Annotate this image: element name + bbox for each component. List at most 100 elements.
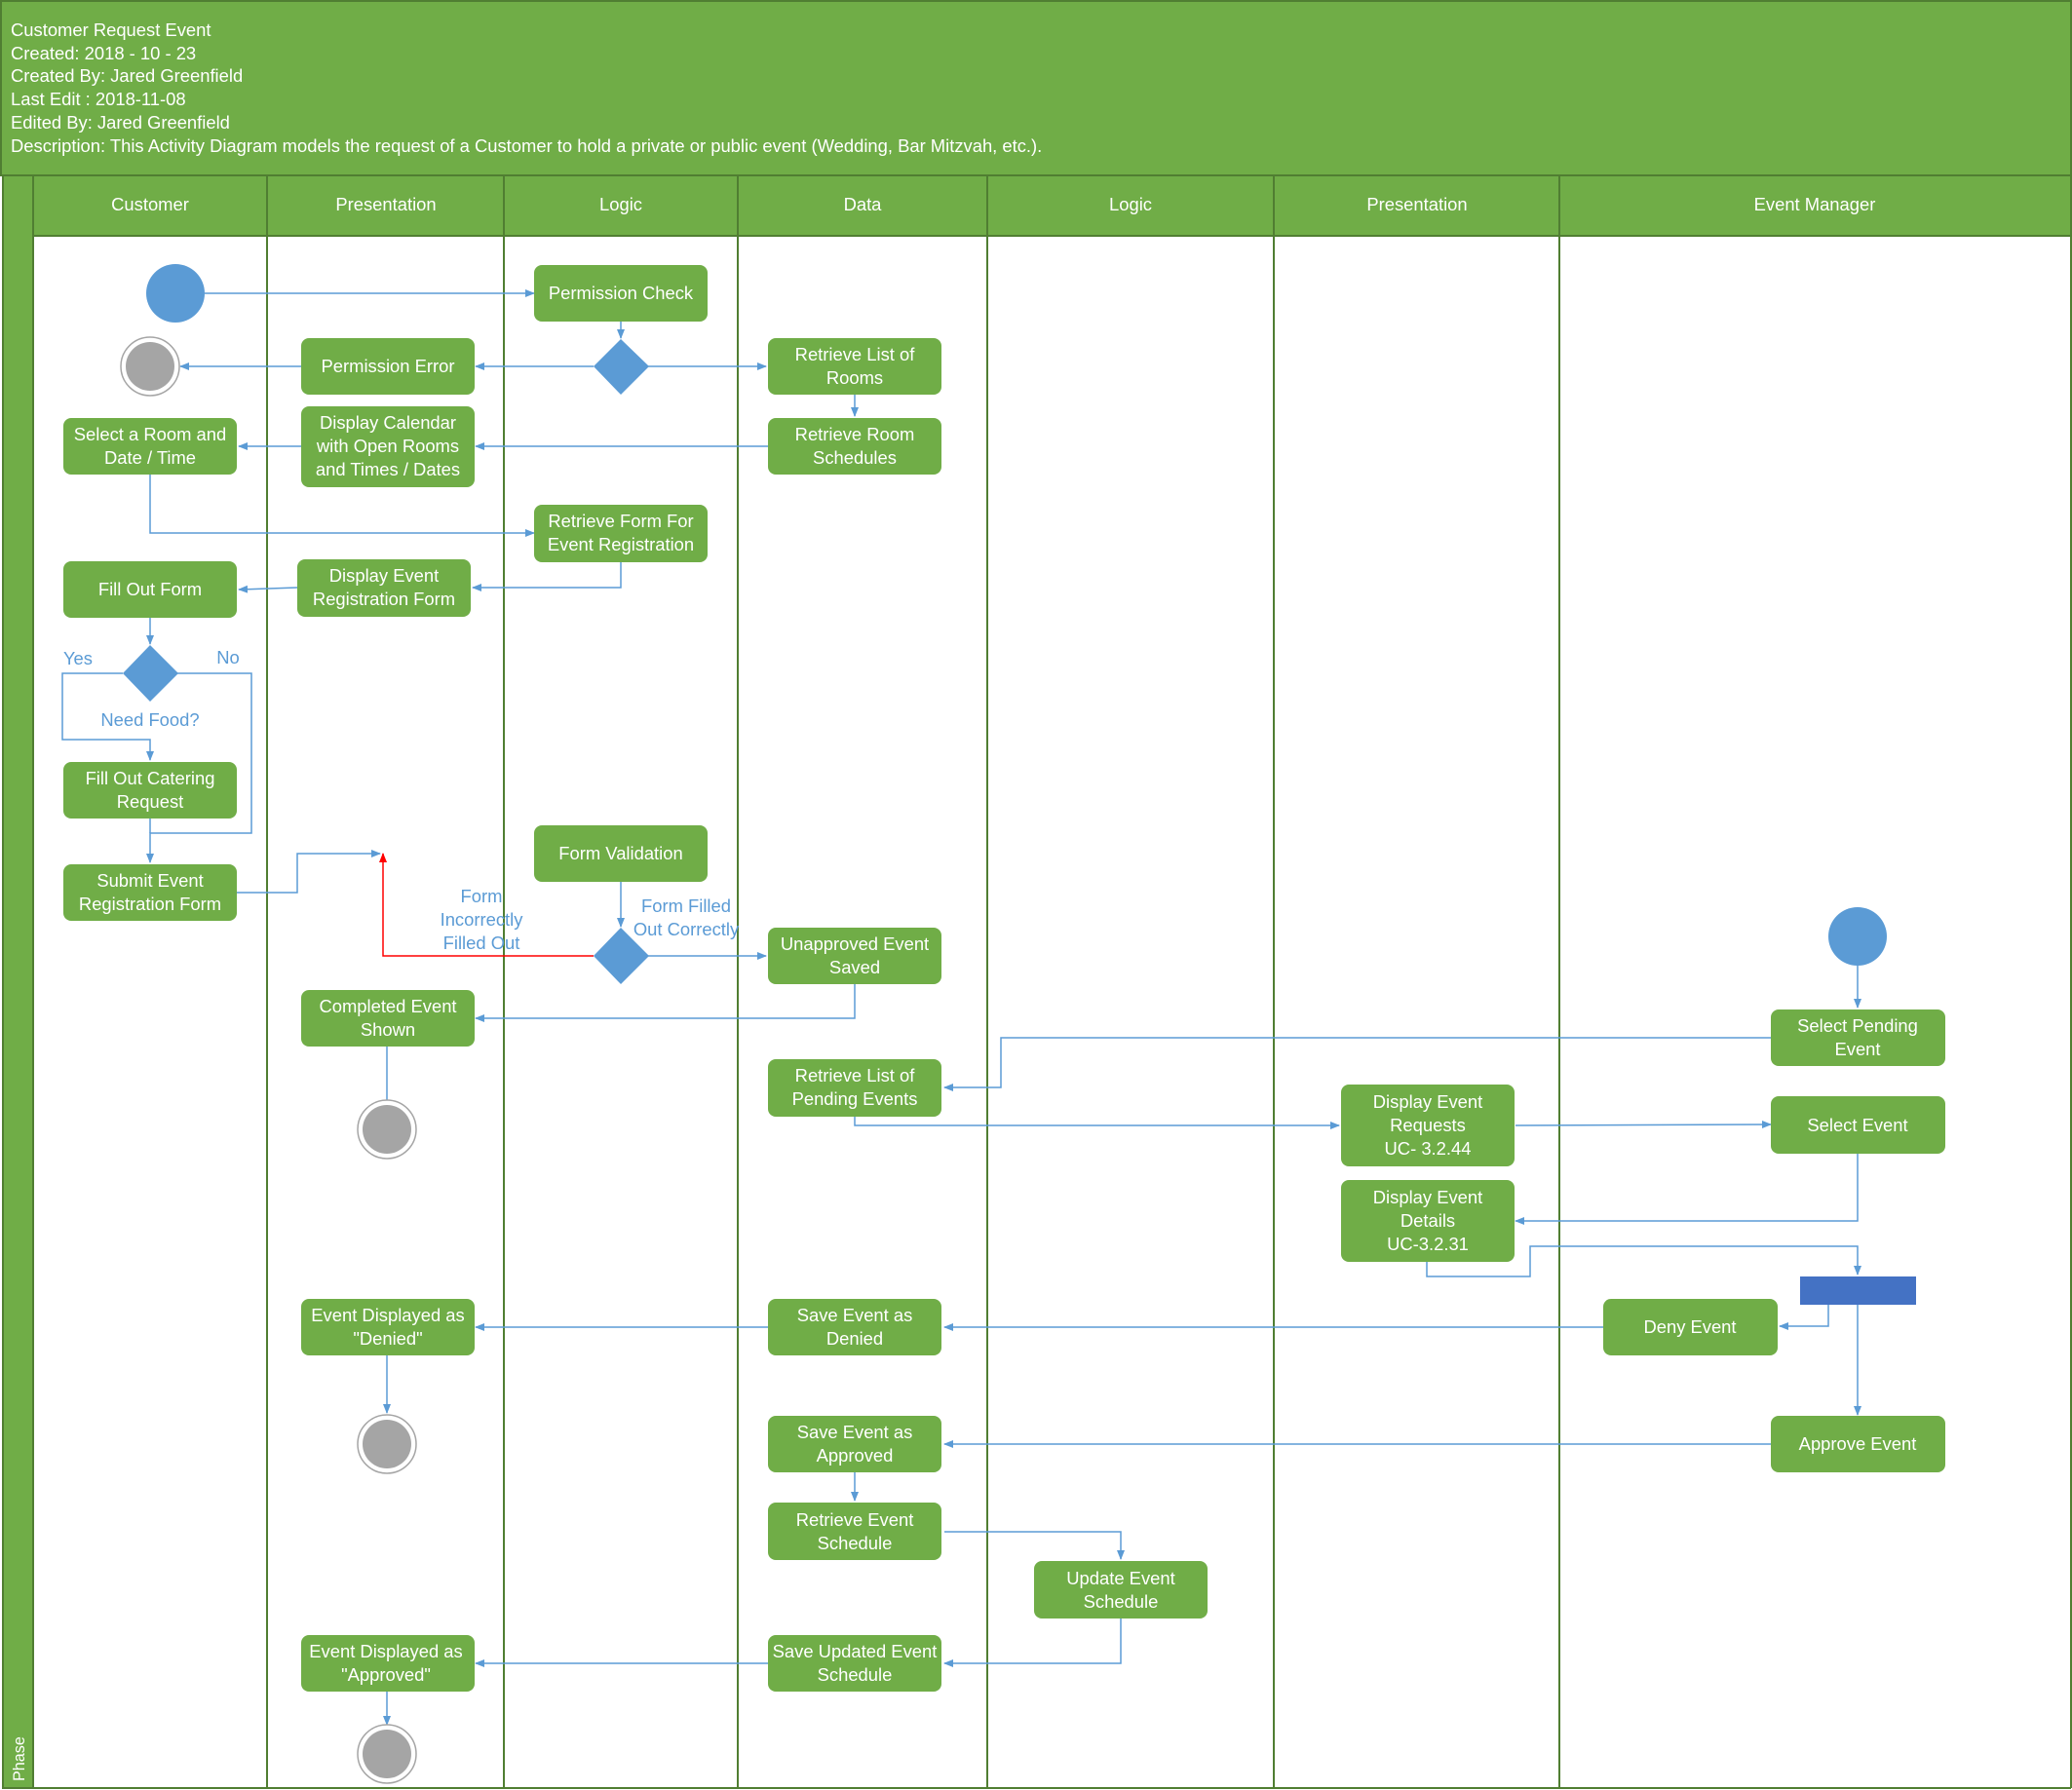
flow-retrieve-form-to-display [472,562,622,591]
lane-logic-2: Logic [1109,194,1152,214]
lane-logic: Logic [599,194,642,214]
guard-need-food: Need Food? [100,709,199,730]
header-band [0,0,2072,176]
flow-select-pending-to-retrieve [943,1037,1771,1091]
flow-connectors [61,289,1861,1726]
lane-customer: Customer [111,194,189,214]
last-edit: Last Edit : 2018-11-08 [11,89,186,109]
select-event-node: Select Event [1771,1096,1945,1154]
validation-decision [594,928,649,984]
description: Description: This Activity Diagram model… [11,135,1042,156]
permission-check-node: Permission Check [534,265,708,322]
svg-text:Event Displayed as"Approved": Event Displayed as"Approved" [309,1641,462,1685]
flow-update-to-save-updated [943,1619,1122,1667]
lane-presentation-2: Presentation [1366,194,1467,214]
lane-header-bar [32,174,2072,237]
lane-separators [33,175,2072,1789]
svg-text:Fill Out Form: Fill Out Form [98,579,202,599]
flow-unapproved-to-completed [475,984,856,1022]
flow-retrieve-to-display-requests [854,1117,1340,1129]
approve-event-node: Approve Event [1771,1416,1945,1472]
header-text: Customer Request Event Created: 2018 - 1… [11,19,1042,156]
flow-display-to-fill [238,585,298,593]
lane-data: Data [844,194,883,214]
created-by: Created By: Jared Greenfield [11,65,243,86]
fill-form-node: Fill Out Form [63,561,237,618]
svg-text:Deny Event: Deny Event [1643,1316,1736,1337]
displayed-approved-node: Event Displayed as"Approved" [301,1635,475,1692]
final-node-permission [120,336,180,397]
phase-strip [2,174,34,1789]
svg-text:Approve Event: Approve Event [1799,1433,1917,1454]
final-node-denied [357,1414,417,1474]
flow-retrieve-to-update [944,1531,1125,1560]
permission-error-node: Permission Error [301,338,475,395]
svg-text:Permission Error: Permission Error [322,356,455,376]
created-date: Created: 2018 - 10 - 23 [11,43,196,63]
lane-presentation: Presentation [335,194,436,214]
svg-text:Permission Check: Permission Check [549,283,694,303]
displayed-denied-node: Event Displayed as"Denied" [301,1299,475,1355]
flow-no-branch [146,672,252,863]
guard-no: No [216,647,240,667]
flow-yes-branch [61,672,154,761]
flow-select-event-to-details [1515,1154,1859,1225]
final-node-approved [357,1724,417,1784]
initial-node [146,264,205,323]
flow-fork-to-deny [1779,1305,1829,1330]
guard-yes: Yes [63,648,93,668]
flow-select-to-retrieve-form [149,475,535,537]
svg-text:Form Validation: Form Validation [558,843,682,863]
svg-text:Event Displayed as"Denied": Event Displayed as"Denied" [311,1305,464,1349]
flow-details-to-fork [1426,1245,1861,1277]
fork-bar [1800,1276,1916,1305]
permission-decision [594,339,649,395]
flow-requests-to-select-event [1515,1121,1772,1129]
lane-labels: Customer Presentation Logic Data Logic P… [111,194,1875,214]
initial-node-manager [1828,907,1887,966]
action-nodes: Permission Check Permission Error Retrie… [63,265,1945,1692]
need-food-decision [123,645,178,702]
flow-incorrect-to-display-form [379,853,594,957]
flow-submit-to-validation [237,850,381,894]
deny-event-node: Deny Event [1603,1299,1778,1355]
